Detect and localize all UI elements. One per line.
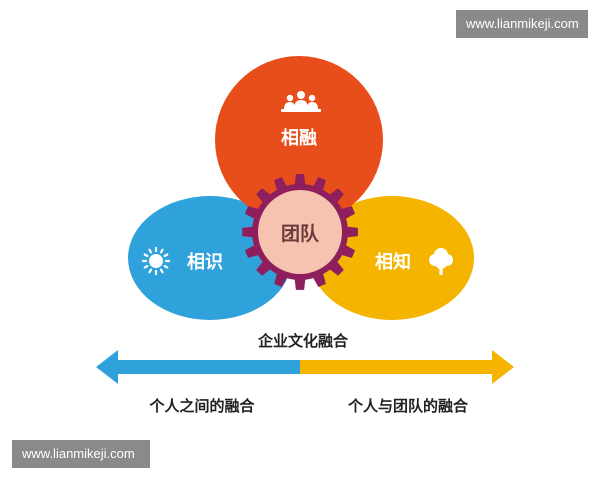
arrow-left-bar [112, 360, 302, 374]
label-center: 团队 [281, 222, 320, 245]
tree-icon [429, 248, 453, 275]
circle-top [215, 56, 383, 224]
watermark-top: www.lianmikeji.com [456, 10, 588, 38]
arrow-right-head [492, 350, 514, 384]
circle-right [310, 196, 474, 320]
label-left: 相识 [187, 252, 223, 273]
arrow-right-label: 个人与团队的融合 [347, 397, 469, 415]
arrow-left-head [96, 350, 118, 384]
gear-center [258, 190, 342, 274]
arrow-title: 企业文化融合 [257, 332, 349, 350]
group-icon [281, 91, 321, 112]
label-right: 相知 [375, 251, 411, 273]
gear [242, 174, 358, 290]
arrow-left-label: 个人之间的融合 [148, 397, 255, 415]
watermark-bottom: www.lianmikeji.com [12, 440, 150, 468]
label-top: 相融 [281, 128, 317, 149]
sun-icon [141, 246, 171, 276]
arrow-right-bar [300, 360, 496, 374]
